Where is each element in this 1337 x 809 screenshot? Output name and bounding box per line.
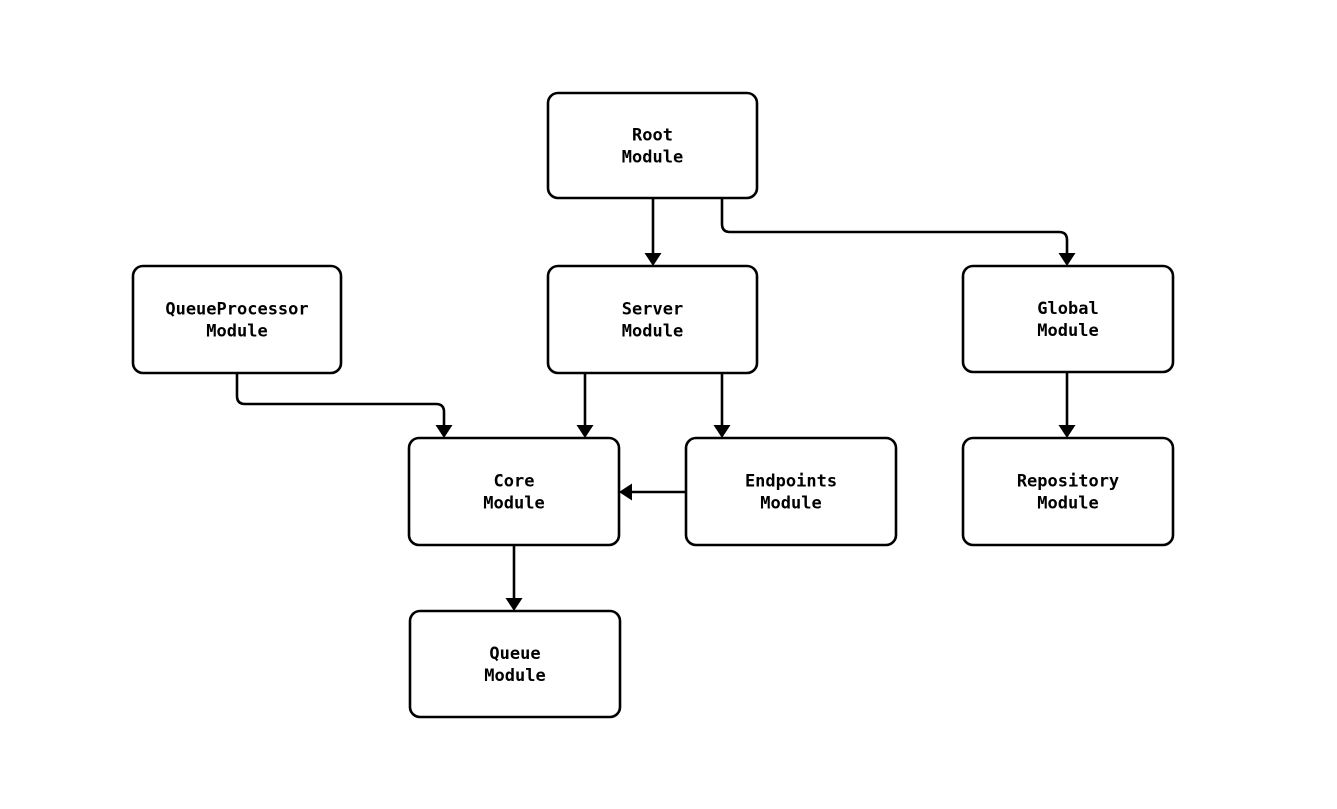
node-box-core [407,436,621,547]
arrowhead-queueprocessor-core [435,425,453,438]
node-box-root [546,91,759,200]
node-box-queue [408,609,622,719]
node-box-global [961,264,1175,374]
arrowhead-global-repository [1058,425,1076,438]
node-box-queueprocessor [131,264,343,375]
arrowhead-root-global [1058,253,1076,266]
arrowhead-server-endpoints [713,425,731,438]
node-box-endpoints [684,436,898,547]
arrowhead-endpoints-core [619,483,632,501]
node-box-server [546,264,759,375]
arrowhead-root-server [644,253,662,266]
arrowhead-server-core [576,425,594,438]
arrowhead-core-queue [505,598,523,611]
edge-root-global [720,196,1069,256]
node-box-repository [961,436,1175,547]
edge-queueprocessor-core [235,371,446,428]
